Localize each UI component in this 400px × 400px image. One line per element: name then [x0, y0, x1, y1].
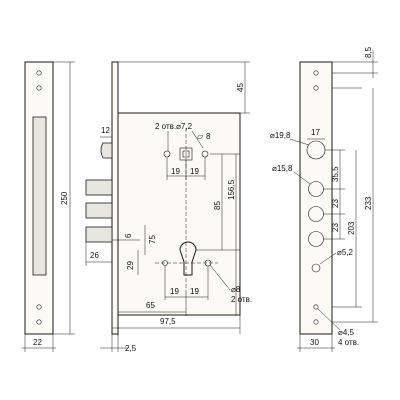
screw-hole-note: 4 отв. [338, 338, 359, 347]
mount-hole-note: 2 отв. [231, 295, 252, 304]
bolt-1 [85, 179, 113, 196]
hole-5-2 [311, 263, 321, 273]
dim-6-label: 6 [124, 233, 133, 238]
bolt-2 [85, 202, 113, 219]
pin-spacing-left-label: 19 [170, 287, 179, 296]
front-plate-screw-hole-bottom-1 [36, 304, 42, 310]
square-marker: ▱ [197, 132, 204, 141]
front-plate-screw-hole-top-1 [36, 70, 42, 76]
bolt-projection-label: 26 [90, 251, 99, 260]
square-spindle-label: 8 [206, 132, 211, 141]
lock-case: 45 12 2 отв.⌀7,2 ▱ 8 19 19 85 156,5 26 6 [85, 61, 252, 353]
pin-spacing-right-label: 19 [190, 287, 199, 296]
side-plate-hole-top-2 [313, 85, 319, 91]
hole-2-dia-label: ⌀15,8 [272, 164, 293, 173]
front-plate: 250 22 [22, 61, 75, 352]
spindle-spacing-left-label: 19 [171, 167, 180, 176]
square-spindle-inner [182, 150, 190, 158]
dim-12-label: 12 [101, 126, 110, 135]
dim-29-label: 29 [126, 261, 135, 270]
hole-1-dia-label: ⌀19,8 [270, 131, 291, 140]
spacing-203-label: 203 [347, 221, 356, 235]
case-thickness-label: 2,5 [125, 344, 137, 353]
spacing-23-a-label: 23 [331, 199, 340, 208]
hole-1-width-label: 17 [311, 128, 320, 137]
bolt-3 [85, 226, 113, 243]
front-plate-screw-hole-top-2 [36, 85, 42, 91]
dim-156-5-label: 156,5 [227, 179, 236, 200]
side-plate: 8,5 ⌀19,8 17 ⌀15,8 35,5 23 23 203 233 ⌀5… [270, 46, 378, 352]
mount-hole-dia-label: ⌀8 [231, 285, 241, 294]
spindle-spacing-right-label: 19 [190, 167, 199, 176]
side-plate-hole-bottom-1 [313, 304, 319, 310]
top-offset-label: 8,5 [364, 46, 373, 58]
lock-faceplate [111, 61, 119, 335]
front-plate-height-label: 250 [60, 191, 69, 205]
front-plate-screw-hole-bottom-2 [36, 319, 42, 325]
overall-233-label: 233 [364, 196, 373, 210]
hole-small-dia-label: ⌀5,2 [337, 248, 353, 257]
spacing-23-b-label: 23 [331, 223, 340, 232]
dim-85-label: 85 [213, 201, 222, 210]
spindle-hole-note: 2 отв.⌀7,2 [155, 122, 193, 131]
side-plate-hole-bottom-2 [313, 319, 319, 325]
side-plate-outline [299, 61, 333, 335]
cylinder-cutout [179, 241, 197, 276]
backset-label: 65 [146, 301, 155, 310]
dim-75-label: 75 [148, 235, 157, 244]
latch-bolt [100, 142, 113, 159]
dim-45-label: 45 [236, 83, 245, 92]
front-plate-bolt-window [32, 116, 47, 276]
side-plate-hole-top-1 [313, 70, 319, 76]
lock-body [117, 112, 241, 316]
side-plate-width-label: 30 [310, 338, 319, 347]
case-width-label: 97,5 [160, 317, 176, 326]
spacing-35-5-label: 35,5 [331, 166, 340, 182]
screw-hole-dia-label: ⌀4,5 [338, 328, 354, 337]
front-plate-width-label: 22 [33, 338, 42, 347]
